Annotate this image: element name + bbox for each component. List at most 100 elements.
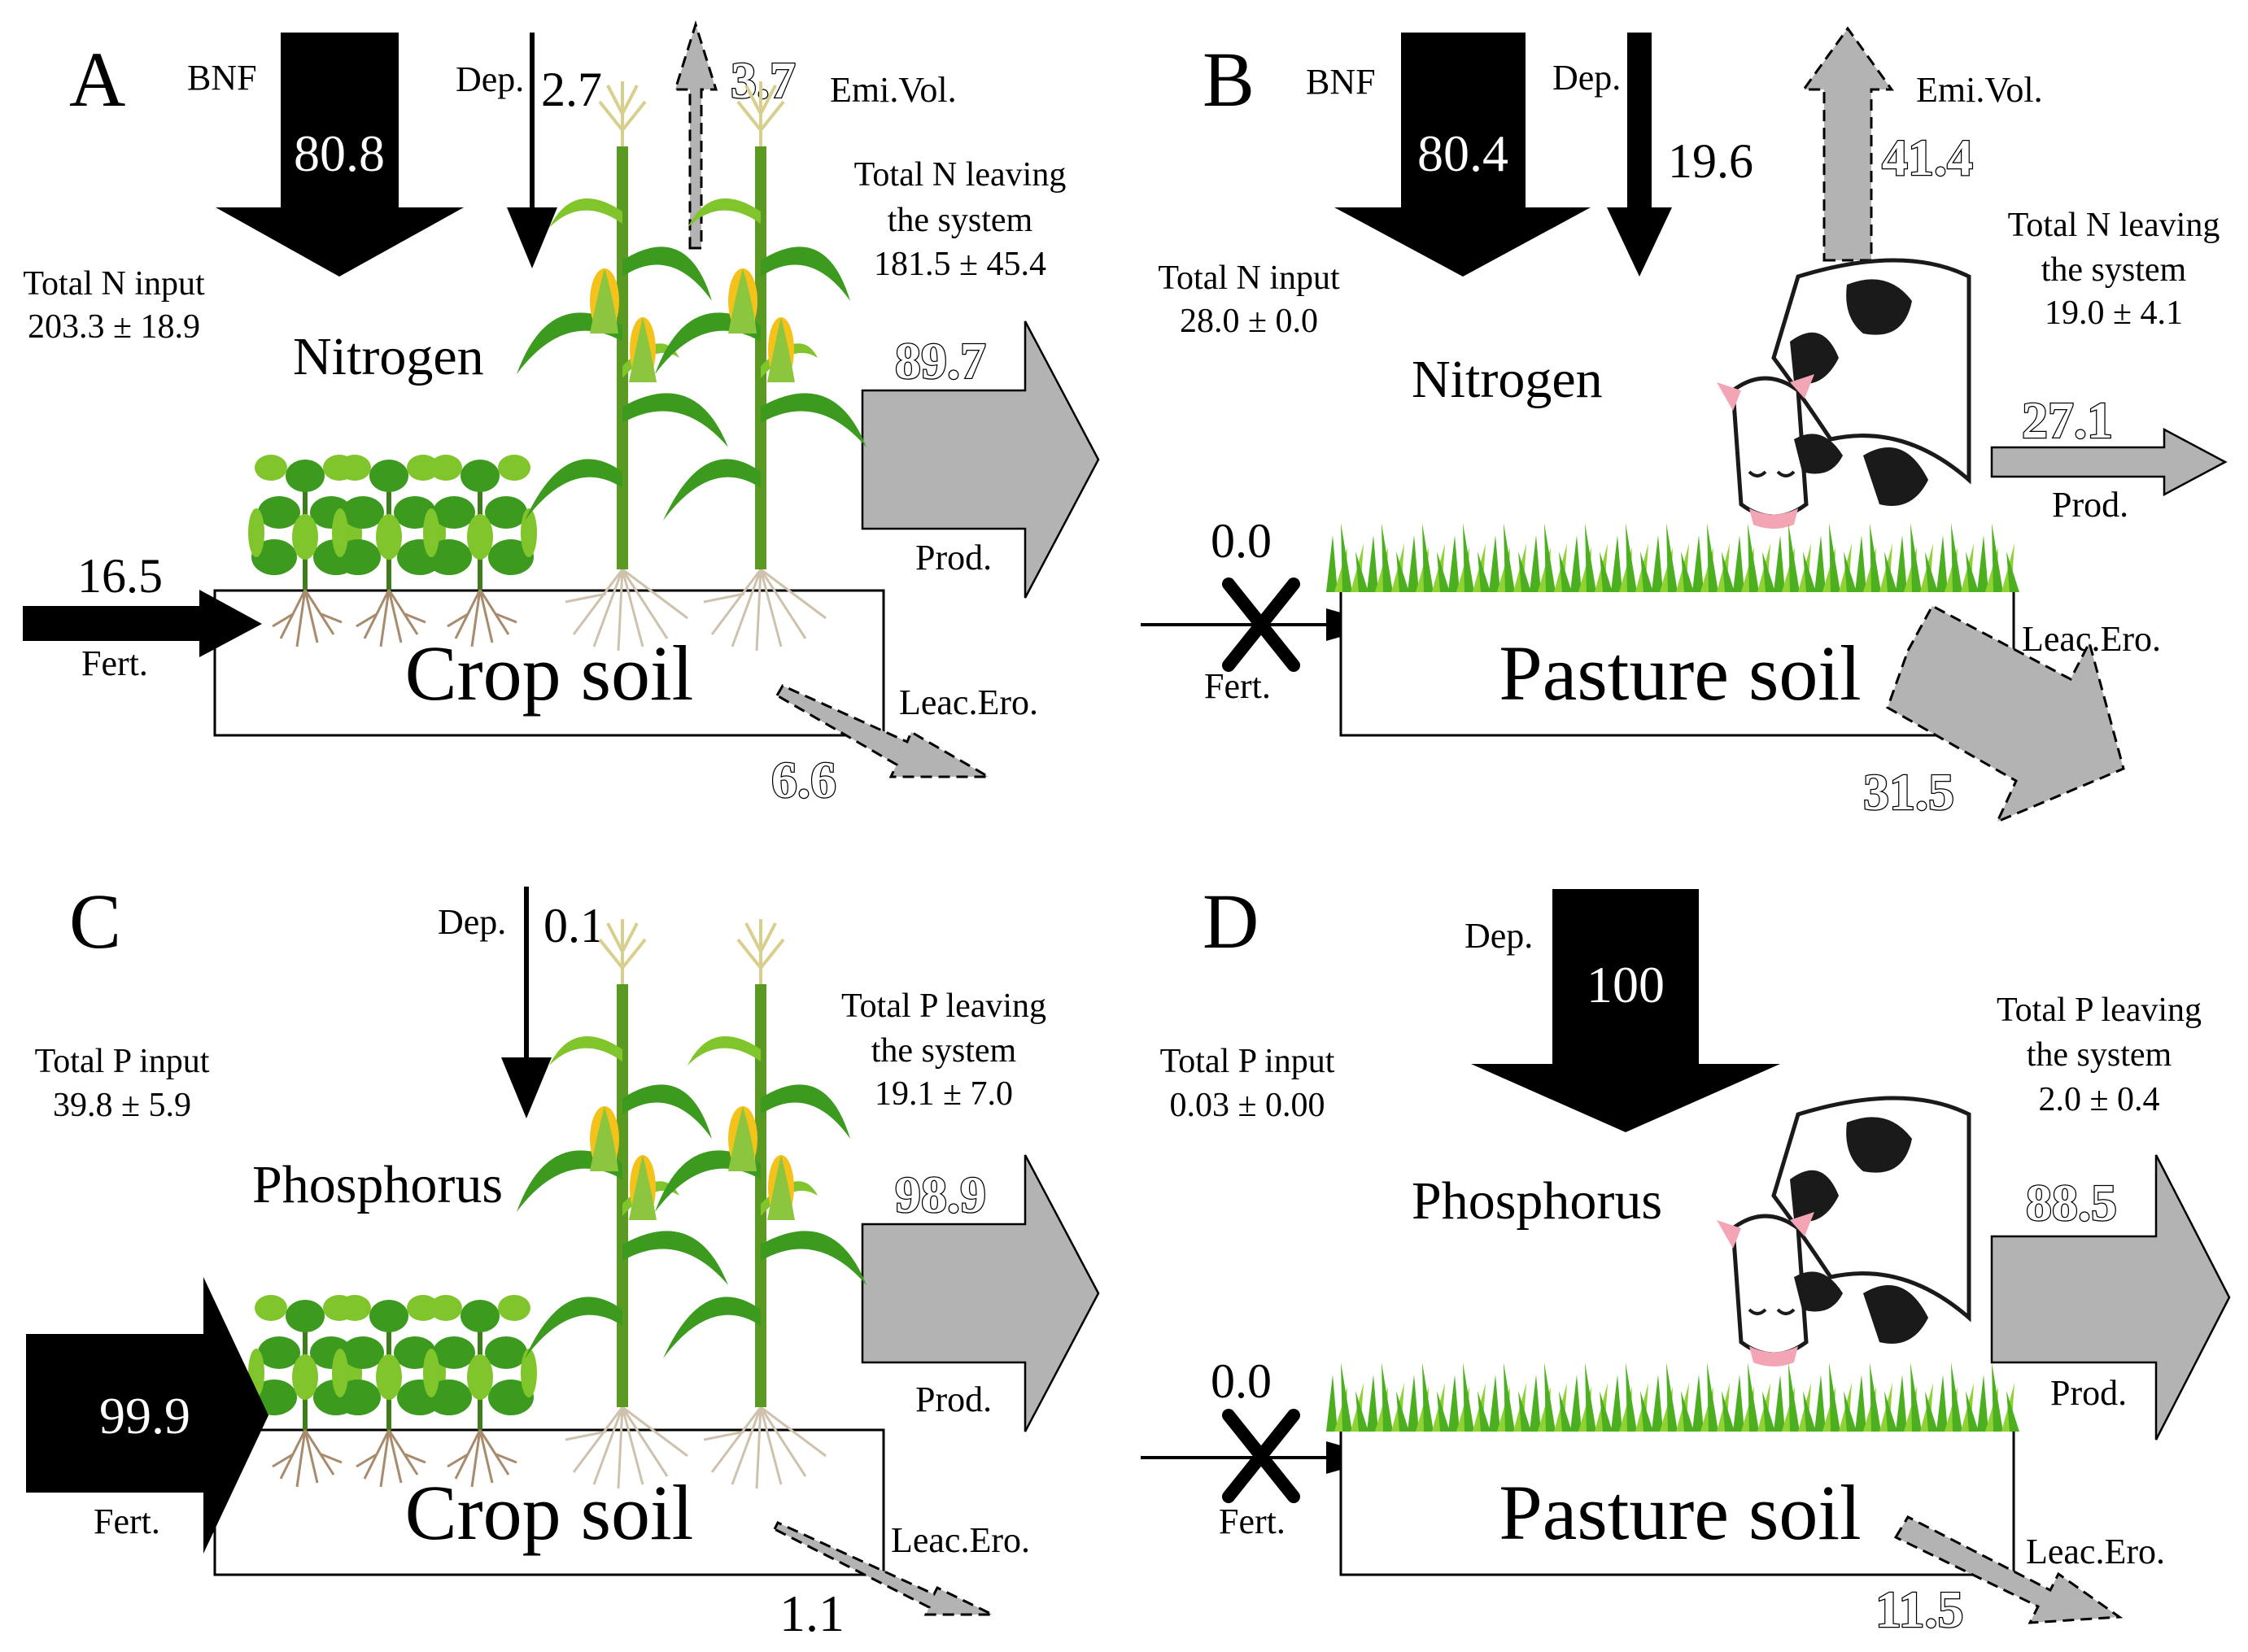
bnf-label: BNF — [187, 58, 257, 98]
total-leaving-value: 2.0 ± 0.4 — [2038, 1081, 2159, 1118]
production-value: 89.7 — [895, 332, 986, 390]
panel-d: D Dep. 100 Total P input 0.03 ± 0.00 Tot… — [1141, 878, 2231, 1639]
leaching-value: 31.5 — [1863, 763, 1954, 821]
fert-value: 0.0 — [1211, 1354, 1272, 1408]
bnf-arrow — [216, 33, 464, 277]
fert-value: 0.0 — [1211, 514, 1272, 568]
emission-value: 41.4 — [1882, 129, 1973, 186]
production-arrow — [861, 1154, 1100, 1432]
production-arrow — [861, 320, 1100, 599]
production-label: Prod. — [915, 1380, 992, 1419]
fert-label: Fert. — [81, 643, 148, 683]
production-value: 98.9 — [895, 1166, 986, 1223]
dep-label: Dep. — [1552, 58, 1621, 98]
emission-arrow — [1801, 26, 1894, 262]
dep-value: 19.6 — [1668, 134, 1753, 188]
fert-label: Fert. — [1204, 666, 1271, 706]
production-label: Prod. — [2050, 1373, 2127, 1413]
cow-icon — [1717, 260, 1969, 529]
soil-label: Pasture soil — [1499, 630, 1861, 717]
production-value: 27.1 — [2022, 391, 2113, 449]
dep-label: Dep. — [456, 59, 524, 99]
dep-arrow — [1471, 889, 1780, 1132]
total-leaving-line1: Total P leaving — [1997, 992, 2202, 1029]
leaching-arrow — [775, 684, 993, 778]
production-value: 88.5 — [2026, 1174, 2117, 1231]
soil-label: Crop soil — [405, 1469, 694, 1556]
soil-label: Crop soil — [405, 630, 694, 717]
bnf-arrow — [1334, 33, 1591, 277]
emission-label: Emi.Vol. — [1916, 70, 2043, 110]
grass-icon — [1326, 523, 2019, 592]
total-leaving-line1: Total N leaving — [854, 156, 1067, 194]
cow-icon — [1717, 1098, 1969, 1366]
total-input-label: Total P input — [1160, 1043, 1335, 1080]
production-arrow — [1990, 427, 2228, 497]
total-leaving-value: 181.5 ± 45.4 — [874, 246, 1046, 283]
total-input-label: Total P input — [35, 1043, 210, 1080]
element-label: Nitrogen — [293, 327, 484, 386]
bnf-value: 80.4 — [1417, 124, 1508, 182]
fertilizer-arrow — [23, 590, 262, 657]
leaching-arrow — [772, 1521, 993, 1616]
dep-label: Dep. — [438, 902, 506, 942]
leaching-value: 11.5 — [1875, 1580, 1963, 1638]
total-input-value: 0.03 ± 0.00 — [1169, 1087, 1325, 1124]
fert-value: 16.5 — [77, 549, 163, 603]
panel-b: B BNF 80.4 Dep. 19.6 41.4 Emi.Vol. Total… — [1141, 26, 2228, 824]
bnf-value: 80.8 — [294, 124, 385, 182]
fert-value: 99.9 — [99, 1387, 190, 1445]
element-label: Phosphorus — [1412, 1171, 1662, 1231]
total-input-label: Total N input — [23, 265, 205, 303]
corn-plant-icon — [655, 81, 866, 651]
soil-label: Pasture soil — [1499, 1469, 1861, 1556]
panel-a: A BNF 80.8 Dep. 2.7 3.7 Emi.Vol. Total N… — [23, 20, 1100, 809]
dep-value: 0.1 — [543, 899, 605, 952]
panel-c: C Dep. 0.1 Total P leaving the system 19… — [26, 878, 1100, 1642]
emission-arrow — [673, 20, 718, 250]
leaching-arrow — [1893, 1515, 2124, 1624]
total-leaving-line2: the system — [2027, 1036, 2172, 1074]
fert-label: Fert. — [94, 1502, 160, 1541]
total-input-value: 28.0 ± 0.0 — [1180, 303, 1318, 340]
bnf-label: BNF — [1306, 62, 1376, 102]
total-leaving-value: 19.0 ± 4.1 — [2045, 294, 2183, 332]
blocked-cross-icon — [1222, 1409, 1300, 1503]
dep-arrow — [501, 887, 552, 1118]
leaching-value: 6.6 — [771, 751, 836, 809]
total-leaving-line2: the system — [2041, 251, 2187, 289]
dep-value: 2.7 — [541, 63, 602, 116]
leaching-label: Leac.Ero. — [2026, 1532, 2165, 1571]
blocked-cross-icon — [1222, 578, 1300, 672]
production-label: Prod. — [915, 538, 992, 578]
total-input-value: 39.8 ± 5.9 — [53, 1087, 191, 1124]
leaching-label: Leac.Ero. — [891, 1520, 1030, 1560]
leaching-label: Leac.Ero. — [899, 682, 1038, 722]
emission-label: Emi.Vol. — [830, 70, 957, 110]
dep-arrow — [507, 33, 557, 268]
total-input-label: Total N input — [1158, 259, 1340, 297]
total-leaving-line1: Total N leaving — [2008, 207, 2220, 244]
panel-letter: A — [69, 36, 125, 123]
total-leaving-line1: Total P leaving — [841, 987, 1046, 1025]
dep-value: 100 — [1587, 956, 1665, 1013]
leaching-value: 1.1 — [779, 1584, 845, 1642]
corn-plant-icon — [655, 919, 866, 1489]
total-leaving-value: 19.1 ± 7.0 — [875, 1075, 1013, 1113]
total-input-value: 203.3 ± 18.9 — [28, 308, 200, 346]
leaching-arrow — [1886, 604, 2125, 824]
dep-arrow — [1607, 33, 1672, 277]
grass-icon — [1326, 1362, 2019, 1432]
element-label: Phosphorus — [252, 1155, 503, 1214]
panel-letter: D — [1203, 878, 1259, 965]
emission-value: 3.7 — [731, 51, 796, 109]
panel-letter: C — [69, 878, 121, 965]
corn-plant-icon — [517, 919, 728, 1489]
production-arrow — [1990, 1154, 2231, 1441]
panel-letter: B — [1203, 36, 1255, 123]
element-label: Nitrogen — [1412, 350, 1603, 409]
production-label: Prod. — [2052, 485, 2128, 525]
fert-label: Fert. — [1219, 1502, 1286, 1541]
dep-label: Dep. — [1464, 916, 1533, 956]
